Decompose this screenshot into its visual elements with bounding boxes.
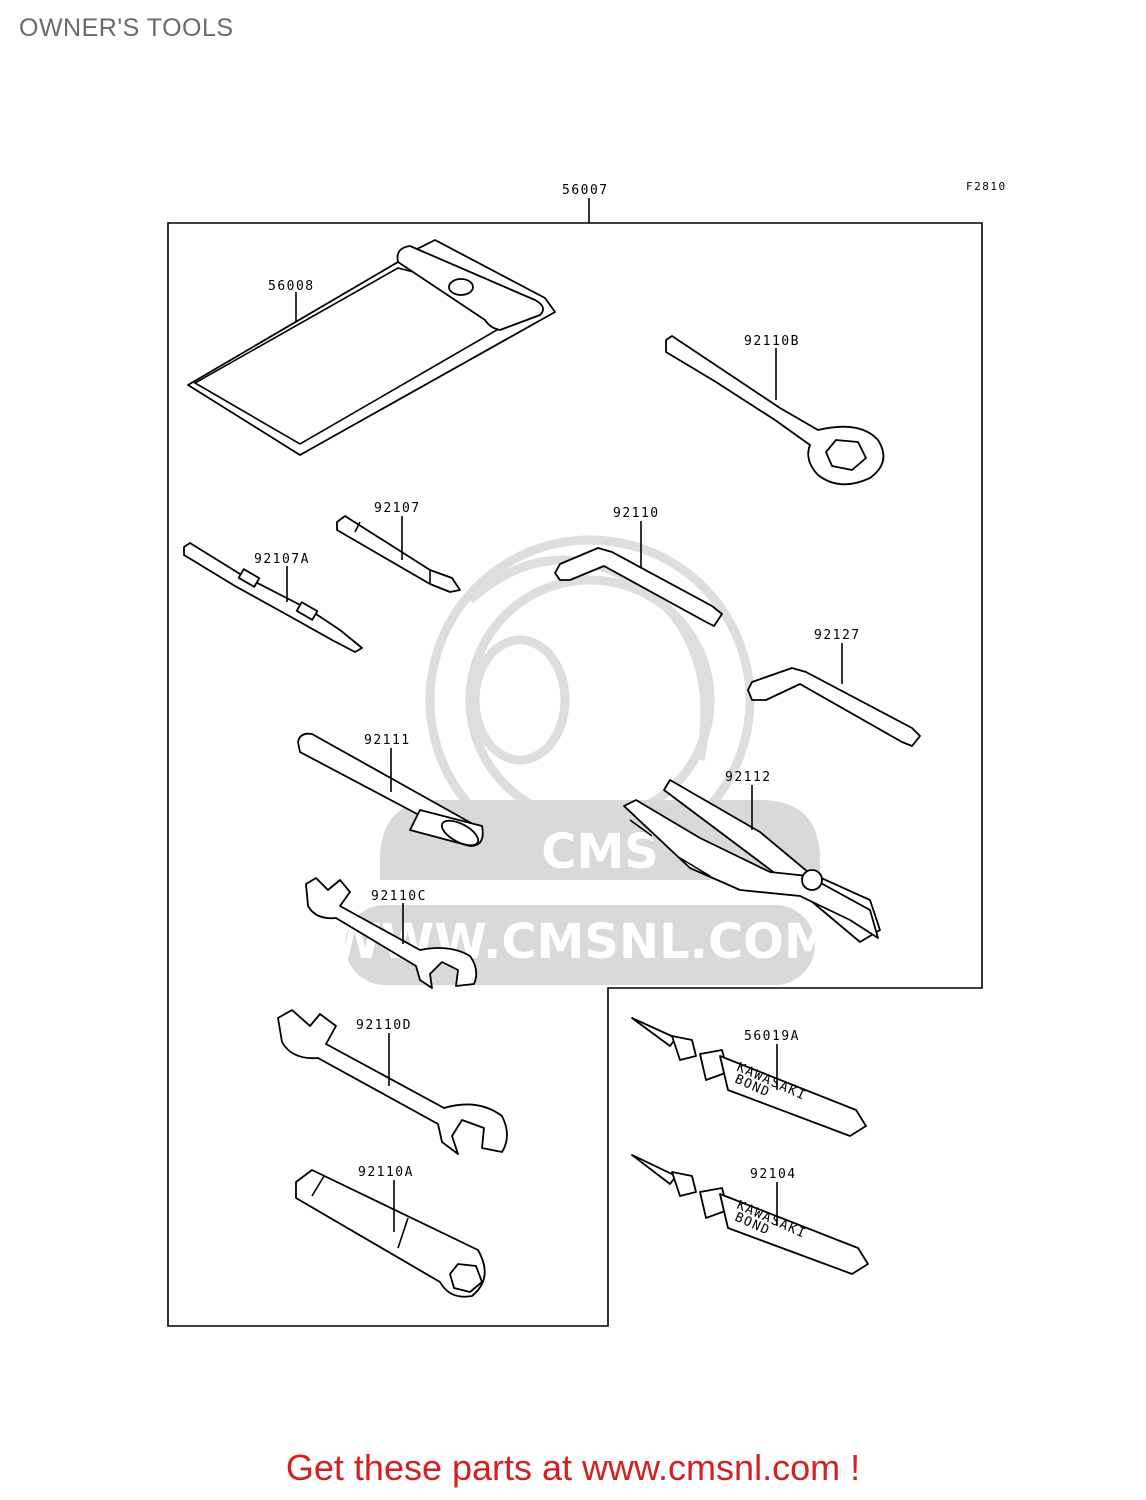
label-bond-tube-a: 56019A [744,1029,800,1044]
screwdriver-double [183,542,363,653]
tool-bag [187,239,556,456]
watermark-logo: CMS [541,824,659,880]
label-wrench-small: 92110C [371,889,427,904]
ring-wrench [665,335,885,486]
label-pliers: 92112 [725,770,772,785]
label-bag: 56008 [268,279,315,294]
handle-bar [297,732,484,847]
spark-plug-wrench [295,1169,486,1298]
page-title: OWNER'S TOOLS [19,14,234,42]
wrench-small [305,877,478,989]
kit-outline [167,222,983,1327]
label-kit: 56007 [562,183,609,198]
hex-key-small [747,667,921,747]
label-ring-wrench: 92110B [744,334,800,349]
label-hex-key-large: 92110 [613,506,660,521]
label-screwdriver-tip: 92107 [374,501,421,516]
label-screwdriver-double: 92107A [254,552,310,567]
pliers [623,779,881,943]
screwdriver-tip [336,515,461,593]
bond-tube-b: KAWASAKI BOND [631,1154,869,1275]
figure-code: F2810 [966,180,1007,193]
label-spark-plug-wrench: 92110A [358,1165,414,1180]
footer-link[interactable]: Get these parts at www.cmsnl.com ! [285,1447,861,1488]
label-hex-key-small: 92127 [814,628,861,643]
hex-key-large [554,547,723,627]
label-wrench-large: 92110D [356,1018,412,1033]
label-bond-tube-b: 92104 [750,1167,797,1182]
label-handle: 92111 [364,733,411,748]
wrench-large [277,1009,508,1155]
